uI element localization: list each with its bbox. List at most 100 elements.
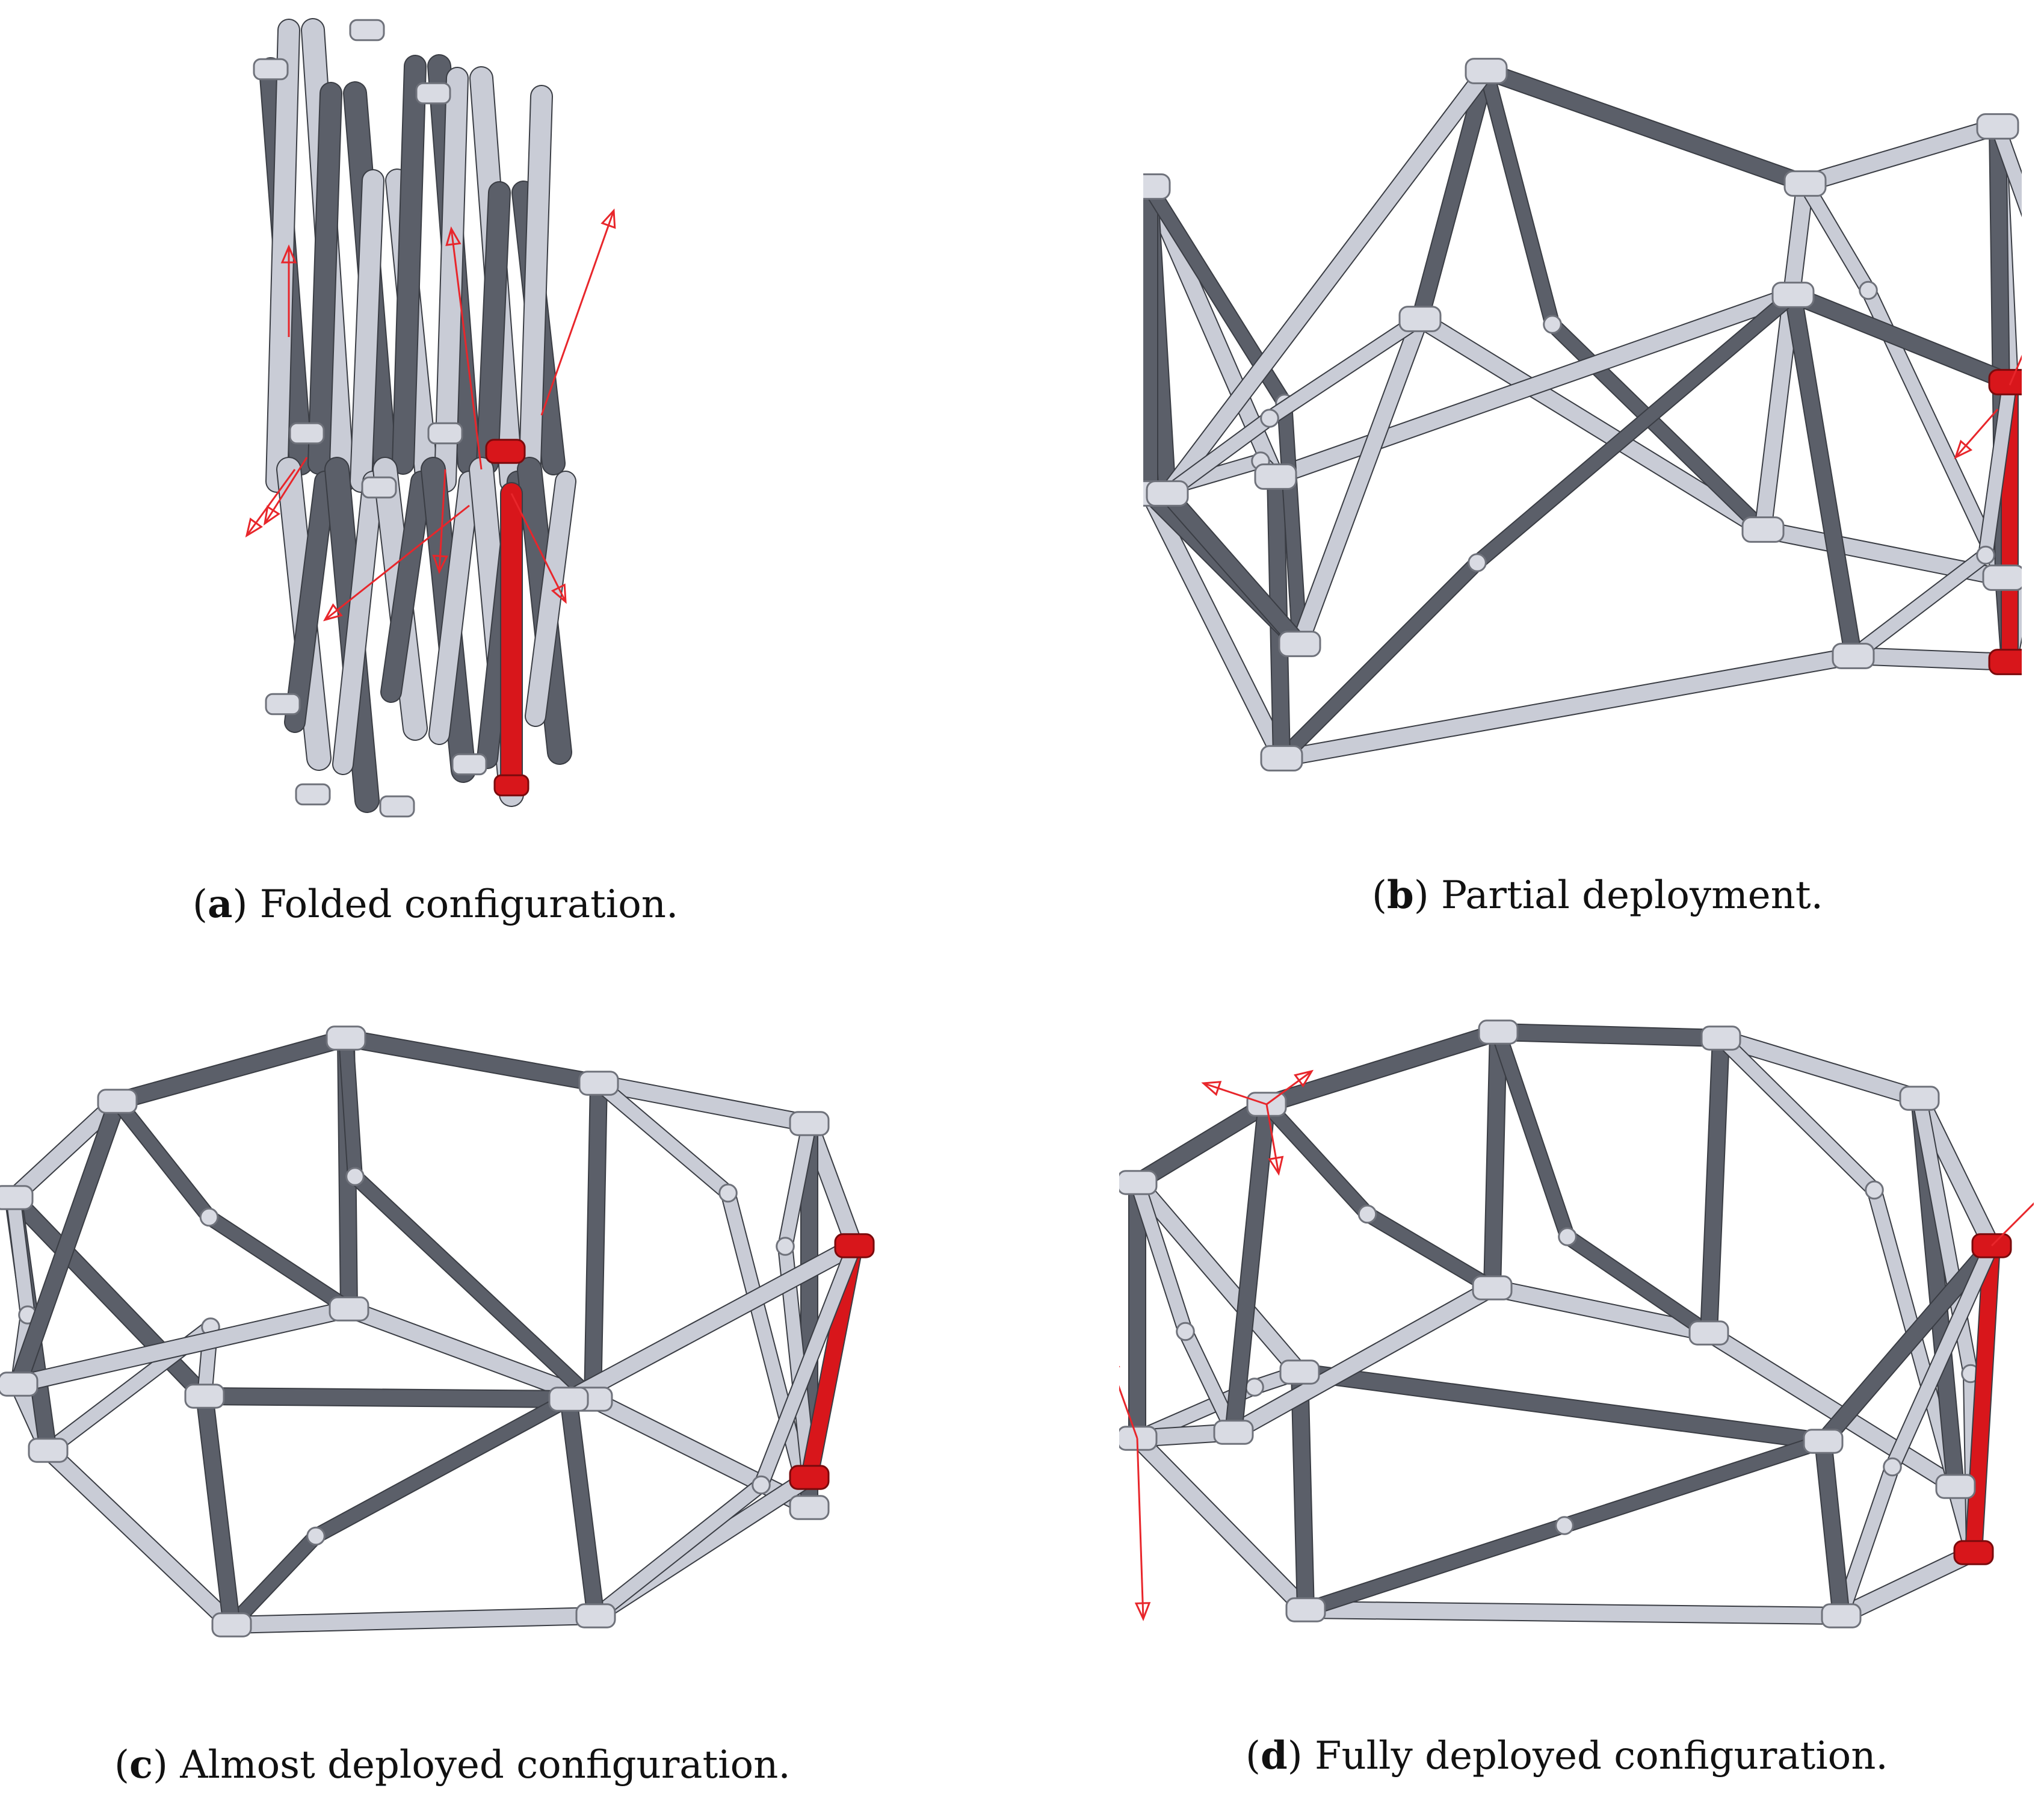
actuated-joint xyxy=(1953,1540,1994,1565)
hinge-joint xyxy=(97,1089,138,1114)
force-arrowhead xyxy=(1293,1069,1314,1087)
hinge-joint xyxy=(1982,564,2022,591)
strut xyxy=(309,1393,575,1543)
strut xyxy=(1292,311,1428,652)
hinge-joint xyxy=(1803,1429,1844,1454)
hinge-joint xyxy=(1472,1275,1513,1300)
caption-a-letter: a xyxy=(207,882,233,927)
strut xyxy=(1412,311,1771,537)
strut xyxy=(2003,572,2022,669)
hinge-joint xyxy=(575,1603,616,1628)
mid-hinge xyxy=(199,1207,219,1227)
caption-b: (b) Partial deployment. xyxy=(1372,873,1823,918)
hinge-joint xyxy=(265,693,301,716)
force-arrowhead xyxy=(245,517,263,538)
strut xyxy=(435,68,468,492)
strut xyxy=(589,1478,768,1622)
strut xyxy=(1799,177,1875,297)
panel-c-almost-deployed xyxy=(0,1023,903,1655)
strut xyxy=(1833,1545,1981,1624)
actuated-joint xyxy=(493,774,530,797)
hinge-joint xyxy=(1832,643,1875,669)
strut xyxy=(10,1093,125,1392)
actuated-joint xyxy=(1988,649,2022,675)
force-vector xyxy=(450,228,483,470)
strut xyxy=(1785,287,1861,664)
strut xyxy=(1299,1519,1571,1616)
mid-hinge xyxy=(1976,545,1995,565)
strut xyxy=(1815,1433,1849,1624)
strut xyxy=(1785,287,2018,390)
actuated-joint xyxy=(485,439,526,464)
hinge-joint xyxy=(1254,463,1297,490)
strut xyxy=(1490,1024,1729,1046)
strut xyxy=(1484,1024,1506,1296)
strut xyxy=(561,1238,862,1407)
strut xyxy=(1713,1030,1927,1106)
mid-hinge xyxy=(1245,1378,1264,1397)
strut xyxy=(309,83,341,474)
force-vector xyxy=(1954,409,1999,458)
caption-a: (a) Folded configuration. xyxy=(193,882,679,927)
folded-structure-drawing xyxy=(245,18,616,818)
actuated-strut xyxy=(1966,1238,1999,1560)
strut xyxy=(1226,1096,1274,1440)
hinge-joint xyxy=(415,82,451,105)
strut xyxy=(1847,548,1992,663)
hinge-joint xyxy=(28,1438,69,1463)
strut xyxy=(1129,1175,1308,1380)
hinge-joint xyxy=(578,1071,619,1096)
force-vector xyxy=(245,469,296,536)
strut xyxy=(1886,1239,1998,1474)
caption-c-text: Almost deployed configuration. xyxy=(180,1743,791,1787)
hinge-joint xyxy=(1821,1603,1862,1628)
force-vector xyxy=(1203,1082,1267,1106)
strut xyxy=(267,20,299,492)
mid-hinge xyxy=(1468,553,1487,572)
caption-d-letter: d xyxy=(1260,1733,1288,1778)
strut xyxy=(1701,1325,1963,1494)
strut xyxy=(1259,1024,1506,1112)
strut xyxy=(561,1391,604,1624)
hinge-joint xyxy=(1146,480,1189,507)
hinge-joint xyxy=(1935,1474,1976,1499)
force-arrowhead xyxy=(263,505,280,526)
force-vector xyxy=(438,469,446,572)
hinge-joint xyxy=(0,1185,34,1210)
strut xyxy=(1292,1364,1831,1449)
strut xyxy=(755,1239,861,1492)
strut xyxy=(430,472,479,744)
strut xyxy=(1471,288,1800,569)
strut xyxy=(351,170,383,492)
force-arrowhead xyxy=(280,244,297,264)
hinge-joint xyxy=(1278,631,1321,657)
strut xyxy=(1492,1025,1574,1243)
strut xyxy=(1129,1430,1314,1618)
hinge-joint xyxy=(1260,745,1303,772)
hinge-joint xyxy=(789,1111,830,1136)
force-arrowhead xyxy=(1954,439,1973,459)
mid-hinge xyxy=(306,1526,326,1546)
strut xyxy=(519,86,552,492)
strut xyxy=(1480,64,1559,331)
force-vector xyxy=(1265,1104,1280,1174)
strut xyxy=(1360,1207,1499,1294)
mid-hinge xyxy=(776,1237,795,1256)
hinge-joint xyxy=(1213,1420,1254,1445)
mid-hinge xyxy=(345,1167,365,1186)
strut xyxy=(1478,63,1813,191)
hinge-joint xyxy=(1119,1170,1158,1195)
strut xyxy=(1179,1325,1240,1439)
hinge-joint xyxy=(1279,1359,1320,1385)
strut xyxy=(1274,648,1861,766)
strut xyxy=(5,1093,125,1205)
actuated-joint xyxy=(1988,369,2022,395)
strut xyxy=(585,1075,607,1407)
hinge-joint xyxy=(184,1384,225,1409)
caption-b-text: Partial deployment. xyxy=(1441,873,1823,918)
mid-hinge xyxy=(1865,1180,1884,1200)
force-arrowhead xyxy=(1201,1081,1222,1096)
strut xyxy=(7,1191,34,1322)
force-vector xyxy=(2008,354,2022,386)
hinge-joint xyxy=(1741,516,1785,543)
